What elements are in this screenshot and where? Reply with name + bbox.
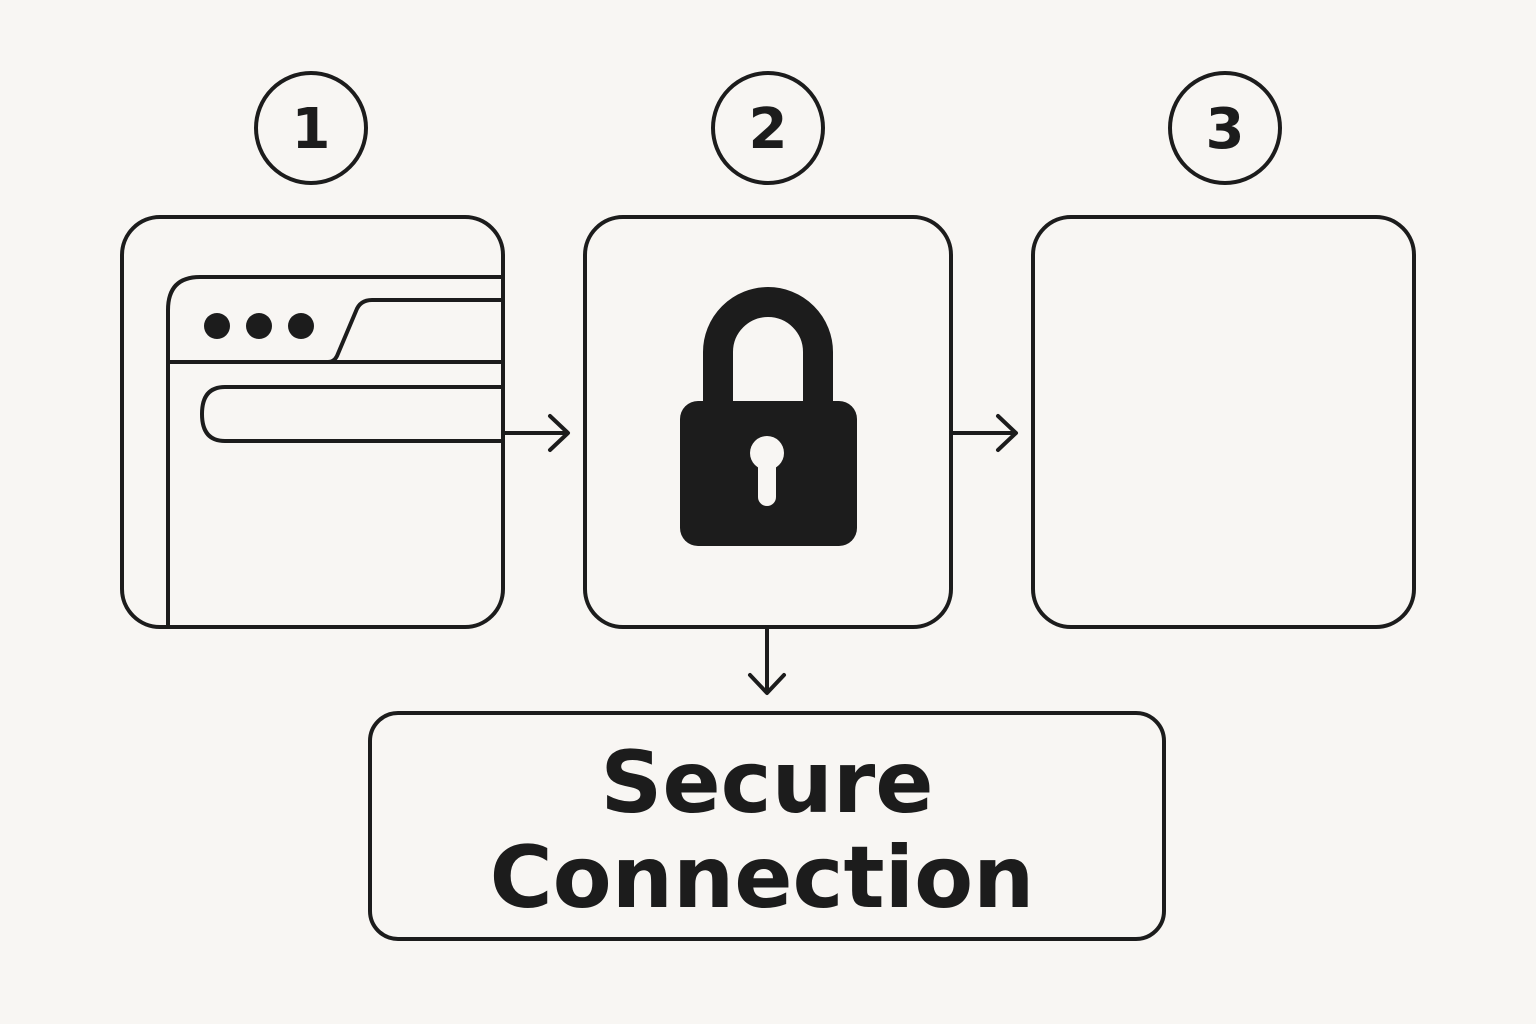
step-badge-2: 2 — [711, 71, 825, 185]
result-label-line-2: Connection — [490, 828, 1035, 928]
padlock-icon — [680, 287, 857, 546]
arrow-step1-to-step2 — [501, 414, 570, 452]
step-badge-1: 1 — [254, 71, 368, 185]
step-box-3 — [1031, 215, 1416, 629]
arrow-step2-to-result — [748, 625, 786, 695]
arrow-step2-to-step3 — [949, 414, 1018, 452]
browser-window-icon — [166, 275, 503, 627]
result-label-line-1: Secure — [600, 733, 933, 833]
window-control-dots — [204, 313, 314, 339]
secure-connection-box: Secure Connection — [368, 711, 1166, 941]
step-box-2 — [583, 215, 953, 629]
step-badge-3: 3 — [1168, 71, 1282, 185]
step-number-2: 2 — [749, 97, 788, 162]
step-number-1: 1 — [292, 97, 331, 162]
step-number-3: 3 — [1206, 97, 1245, 162]
step-box-1 — [120, 215, 505, 629]
keyhole-icon — [750, 436, 784, 506]
